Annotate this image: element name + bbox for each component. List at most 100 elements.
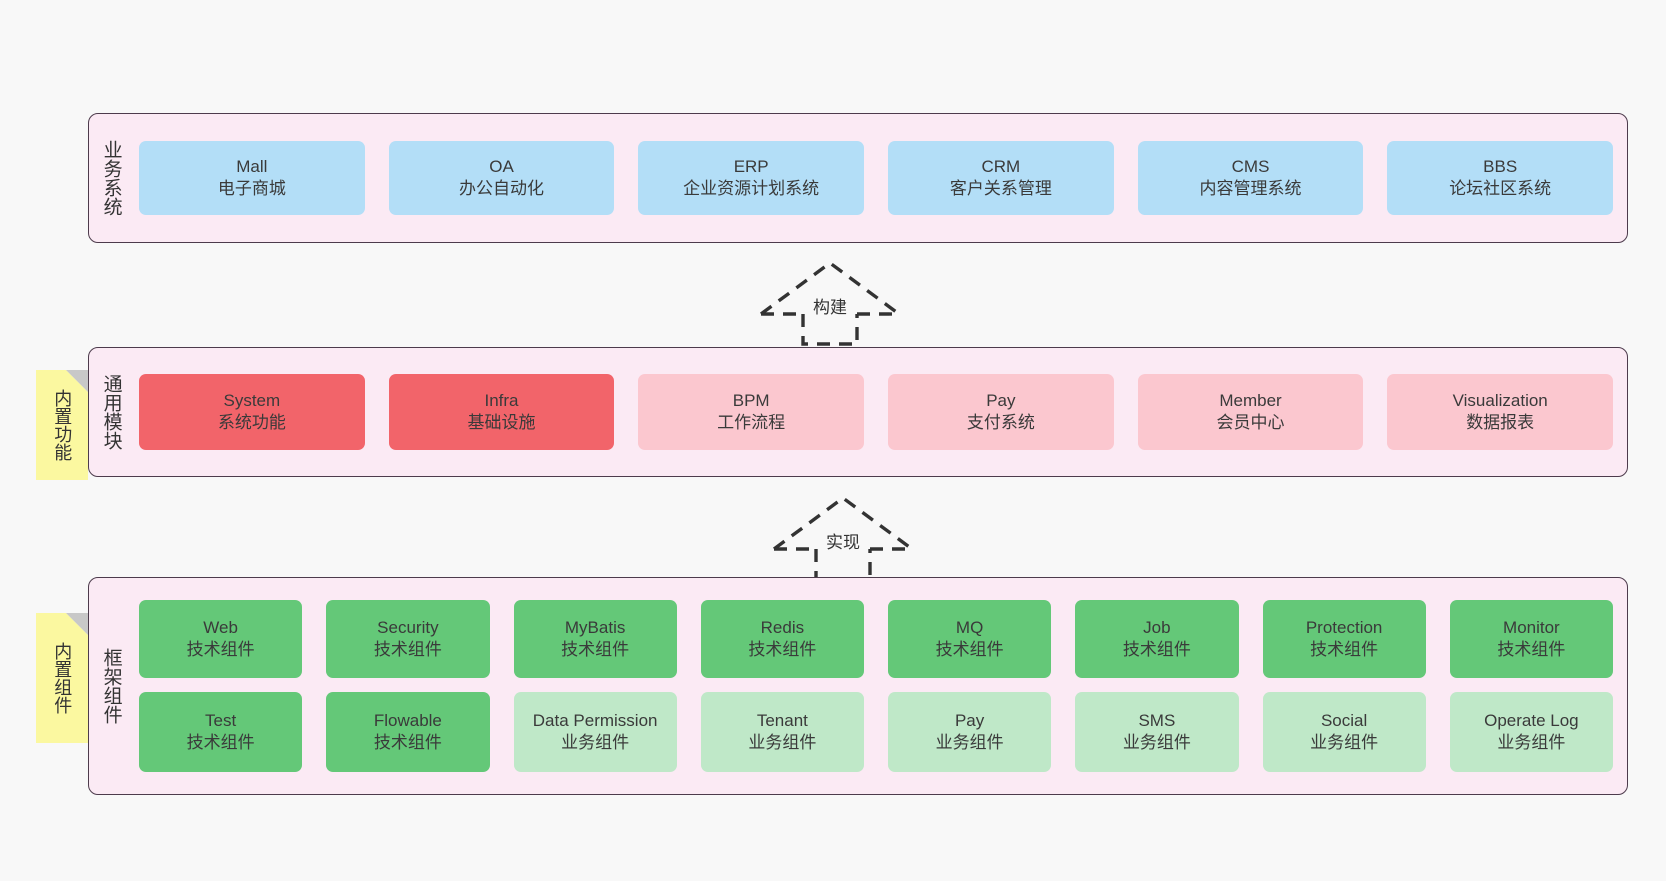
layer-row: Web 技术组件 Security 技术组件 MyBatis 技术组件 Redi… <box>139 600 1613 678</box>
module-title: CRM <box>981 157 1021 177</box>
module-card-flowable[interactable]: Flowable 技术组件 <box>326 692 490 772</box>
module-card-tenant[interactable]: Tenant 业务组件 <box>700 692 864 772</box>
module-card-cms[interactable]: CMS 内容管理系统 <box>1137 141 1364 215</box>
module-card-sms[interactable]: SMS 业务组件 <box>1075 692 1239 772</box>
module-card-job[interactable]: Job 技术组件 <box>1075 600 1239 678</box>
module-title: Data Permission <box>532 711 658 731</box>
module-card-oa[interactable]: OA 办公自动化 <box>388 141 615 215</box>
module-title: Web <box>203 618 238 638</box>
module-card-pay-business[interactable]: Pay 业务组件 <box>888 692 1052 772</box>
module-title: Tenant <box>756 711 808 731</box>
module-subtitle: 技术组件 <box>373 640 442 659</box>
connector-label-build: 构建 <box>813 298 847 317</box>
module-title: Pay <box>954 711 985 731</box>
module-card-test[interactable]: Test 技术组件 <box>139 692 303 772</box>
generalization-arrow-icon <box>759 260 901 346</box>
module-subtitle: 业务组件 <box>1310 733 1379 752</box>
module-title: Infra <box>484 391 519 411</box>
module-title: Member <box>1219 391 1282 411</box>
module-title: Redis <box>760 618 805 638</box>
module-card-data-permission[interactable]: Data Permission 业务组件 <box>513 692 677 772</box>
layer-body-business-system: Mall 电子商城 OA 办公自动化 ERP 企业资源计划系统 CRM 客户关系… <box>133 114 1627 242</box>
sticky-note-builtin-function: 内置功能 <box>36 370 88 480</box>
module-title: BPM <box>732 391 770 411</box>
module-subtitle: 业务组件 <box>1497 733 1566 752</box>
module-title: Security <box>377 618 439 638</box>
module-subtitle: 技术组件 <box>935 640 1004 659</box>
module-subtitle: 业务组件 <box>1122 733 1191 752</box>
note-fold-corner-icon <box>66 370 88 392</box>
module-subtitle: 技术组件 <box>1122 640 1191 659</box>
module-card-member[interactable]: Member 会员中心 <box>1137 374 1364 450</box>
module-card-mybatis[interactable]: MyBatis 技术组件 <box>513 600 677 678</box>
module-subtitle: 业务组件 <box>561 733 630 752</box>
module-card-infra[interactable]: Infra 基础设施 <box>388 374 615 450</box>
module-card-social[interactable]: Social 业务组件 <box>1262 692 1426 772</box>
connector-build: 构建 <box>755 258 905 346</box>
module-title: Mall <box>236 157 268 177</box>
module-card-crm[interactable]: CRM 客户关系管理 <box>888 141 1114 215</box>
module-card-operate-log[interactable]: Operate Log 业务组件 <box>1449 692 1613 772</box>
module-title: Flowable <box>373 711 442 731</box>
module-card-visualization[interactable]: Visualization 数据报表 <box>1387 374 1614 450</box>
module-title: System <box>223 391 281 411</box>
module-subtitle: 电子商城 <box>217 179 286 198</box>
layer-common-module: 通用模块 System 系统功能 Infra 基础设施 BPM 工作流程 Pay… <box>88 347 1628 477</box>
module-subtitle: 办公自动化 <box>459 179 544 198</box>
module-subtitle: 内容管理系统 <box>1199 179 1302 198</box>
module-subtitle: 工作流程 <box>717 413 786 432</box>
module-title: Social <box>1320 711 1368 731</box>
module-title: SMS <box>1138 711 1176 731</box>
module-subtitle: 会员中心 <box>1216 413 1285 432</box>
module-subtitle: 技术组件 <box>748 640 817 659</box>
module-card-monitor[interactable]: Monitor 技术组件 <box>1449 600 1613 678</box>
layer-title-framework-component: 框架组件 <box>100 648 122 724</box>
module-card-protection[interactable]: Protection 技术组件 <box>1262 600 1426 678</box>
module-title: MyBatis <box>564 618 626 638</box>
connector-label-implement: 实现 <box>826 533 860 552</box>
module-subtitle: 技术组件 <box>561 640 630 659</box>
module-subtitle: 业务组件 <box>748 733 817 752</box>
module-card-redis[interactable]: Redis 技术组件 <box>700 600 864 678</box>
module-subtitle: 技术组件 <box>186 640 255 659</box>
module-subtitle: 数据报表 <box>1466 413 1535 432</box>
layer-body-common-module: System 系统功能 Infra 基础设施 BPM 工作流程 Pay 支付系统… <box>133 348 1627 476</box>
note-fold-corner-icon <box>66 613 88 635</box>
layer-row: Mall 电子商城 OA 办公自动化 ERP 企业资源计划系统 CRM 客户关系… <box>139 141 1614 215</box>
module-title: Monitor <box>1503 618 1560 638</box>
module-subtitle: 基础设施 <box>467 413 536 432</box>
module-card-security[interactable]: Security 技术组件 <box>326 600 490 678</box>
module-card-bpm[interactable]: BPM 工作流程 <box>638 374 865 450</box>
module-title: Test <box>205 711 237 731</box>
layer-title-business-system: 业务系统 <box>100 140 122 216</box>
layer-body-framework-component: Web 技术组件 Security 技术组件 MyBatis 技术组件 Redi… <box>133 578 1627 794</box>
sticky-note-text: 内置功能 <box>52 389 73 461</box>
module-title: Job <box>1143 618 1171 638</box>
module-title: Operate Log <box>1484 711 1579 731</box>
module-title: MQ <box>955 618 984 638</box>
module-card-web[interactable]: Web 技术组件 <box>139 600 303 678</box>
layer-row: Test 技术组件 Flowable 技术组件 Data Permission … <box>139 692 1613 772</box>
module-card-mall[interactable]: Mall 电子商城 <box>139 141 365 215</box>
module-card-system[interactable]: System 系统功能 <box>139 374 365 450</box>
module-subtitle: 客户关系管理 <box>949 179 1052 198</box>
module-title: ERP <box>733 157 769 177</box>
layer-row: System 系统功能 Infra 基础设施 BPM 工作流程 Pay 支付系统… <box>139 374 1614 450</box>
layer-framework-component: 框架组件 Web 技术组件 Security 技术组件 MyBatis 技术组件… <box>88 577 1628 795</box>
module-subtitle: 业务组件 <box>935 733 1004 752</box>
module-subtitle: 技术组件 <box>186 733 255 752</box>
layer-title-common-module: 通用模块 <box>100 374 122 450</box>
module-subtitle: 论坛社区系统 <box>1449 179 1552 198</box>
module-subtitle: 企业资源计划系统 <box>683 179 820 198</box>
module-title: Visualization <box>1452 391 1548 411</box>
layer-business-system: 业务系统 Mall 电子商城 OA 办公自动化 ERP 企业资源计划系统 CRM… <box>88 113 1628 243</box>
module-card-bbs[interactable]: BBS 论坛社区系统 <box>1387 141 1614 215</box>
module-card-erp[interactable]: ERP 企业资源计划系统 <box>638 141 865 215</box>
module-subtitle: 技术组件 <box>1497 640 1566 659</box>
module-subtitle: 支付系统 <box>966 413 1035 432</box>
module-title: OA <box>489 157 514 177</box>
module-card-mq[interactable]: MQ 技术组件 <box>888 600 1052 678</box>
module-card-pay[interactable]: Pay 支付系统 <box>888 374 1114 450</box>
module-title: Protection <box>1305 618 1383 638</box>
